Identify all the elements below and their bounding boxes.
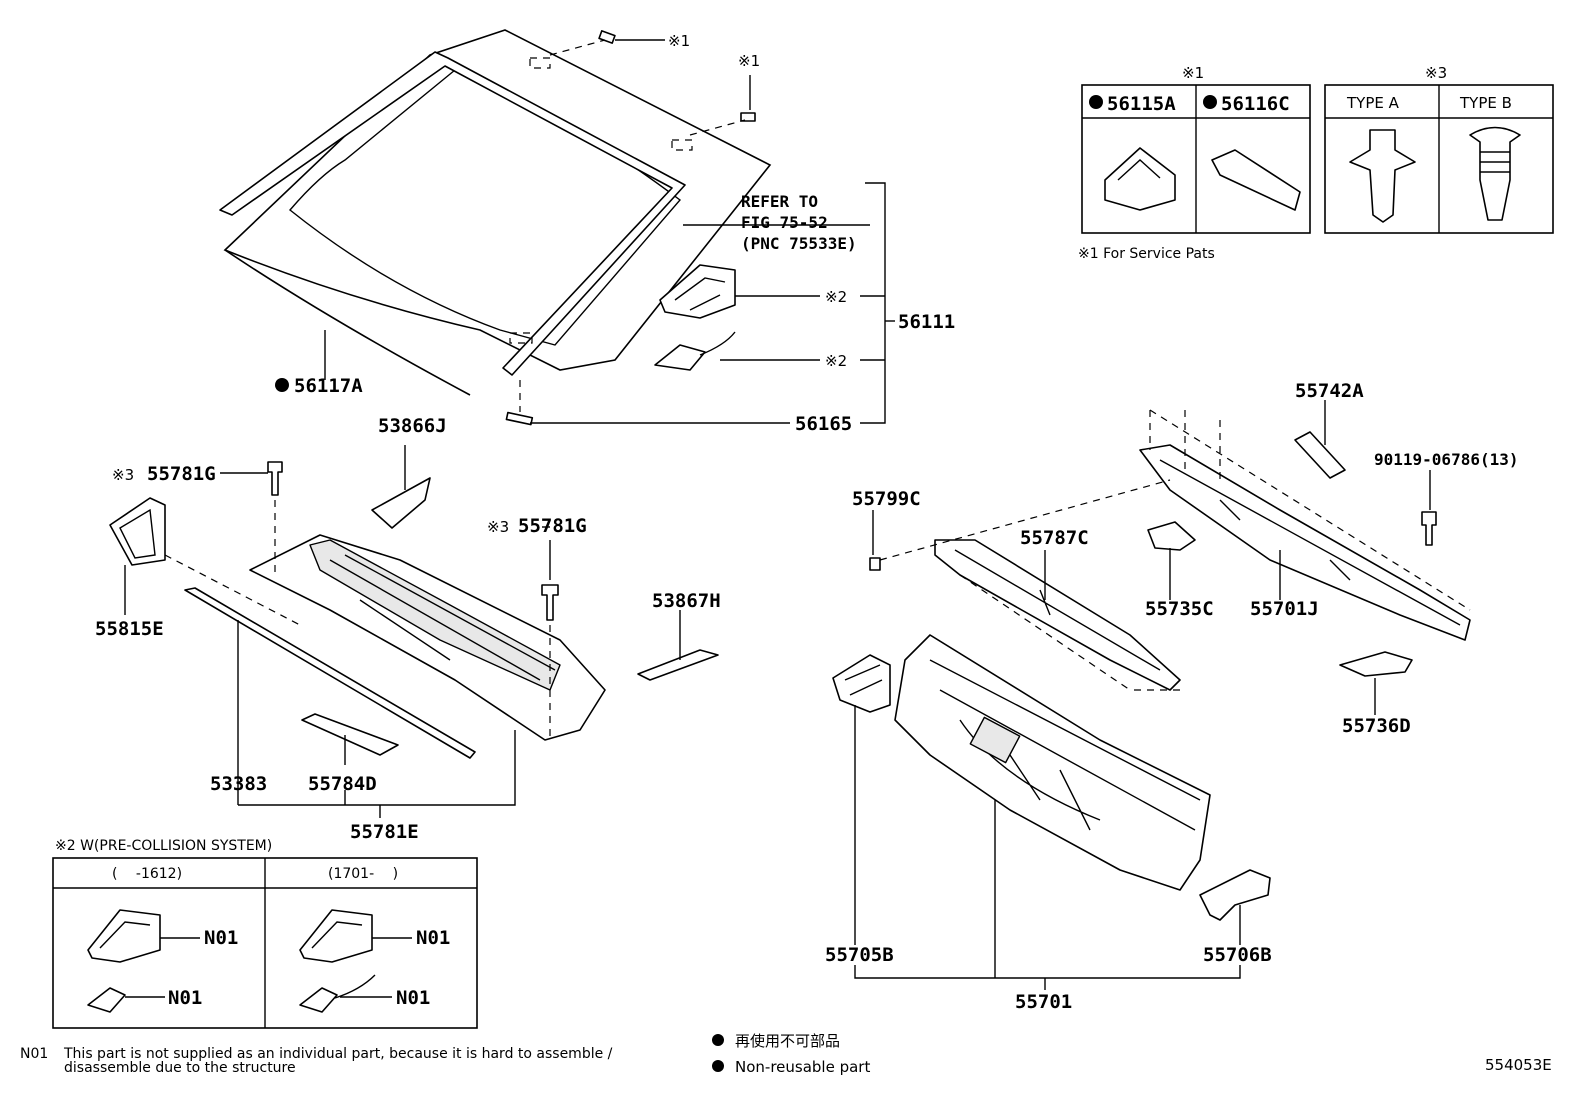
cowl-side-seal[interactable]: [637, 649, 719, 681]
label-55705b: 55705B: [825, 944, 894, 966]
label-55784d: 55784D: [308, 773, 377, 795]
nonreusable-dot-icon: [275, 378, 289, 392]
pcs-col2: (1701- ): [328, 866, 398, 882]
label-55742a[interactable]: [1294, 431, 1346, 479]
dash-bracket-right[interactable]: [1199, 869, 1271, 921]
clip-type-box: [1324, 84, 1554, 234]
legend-dot-jp-icon: [712, 1034, 724, 1046]
pcs-col1: ( -1612): [112, 866, 182, 882]
mark-3b: ※3: [487, 518, 509, 536]
label-55701: 55701: [1015, 991, 1072, 1013]
label-55781g-2: 55781G: [518, 515, 587, 537]
label-53866j: 53866J: [378, 415, 447, 437]
bracket-55736d[interactable]: [1339, 651, 1413, 677]
pcs-n01-1: N01: [204, 927, 238, 949]
clip-55799c[interactable]: [869, 557, 881, 571]
type-b-label: TYPE B: [1459, 94, 1512, 112]
label-53867h: 53867H: [652, 590, 721, 612]
sensor-cover[interactable]: [654, 331, 736, 371]
legend-en: Non-reusable part: [735, 1058, 870, 1076]
pcs-n01-2: N01: [168, 987, 202, 1009]
label-56117a: 56117A: [294, 375, 363, 397]
service-col2: 56116C: [1221, 93, 1290, 115]
legend-jp: 再使用不可部品: [735, 1032, 840, 1050]
dash-upper-panel[interactable]: [1139, 444, 1471, 641]
pcs-n01-3: N01: [416, 927, 450, 949]
label-55736d: 55736D: [1342, 715, 1411, 737]
clip-type-a[interactable]: [267, 461, 283, 496]
windshield-glass[interactable]: [219, 29, 772, 426]
label-90119: 90119-06786(13): [1374, 450, 1519, 469]
label-56165: 56165: [795, 413, 852, 435]
dash-bracket-left[interactable]: [832, 654, 891, 713]
legend-dot-en-icon: [712, 1060, 724, 1072]
type-a-label: TYPE A: [1346, 94, 1400, 112]
service-parts-box: [1081, 84, 1311, 234]
label-55742a: 55742A: [1295, 380, 1364, 402]
footnote-code: N01: [20, 1046, 48, 1062]
pcs-box-title: ※2 W(PRE-COLLISION SYSTEM): [55, 838, 272, 854]
pre-collision-box: [52, 857, 478, 1029]
mark-2b: ※2: [825, 352, 847, 370]
mark-1b: ※1: [738, 52, 760, 70]
label-55701j: 55701J: [1250, 598, 1319, 620]
dash-panel[interactable]: [894, 634, 1211, 891]
cowl-top-panel[interactable]: [249, 534, 606, 741]
label-55787c: 55787C: [1020, 527, 1089, 549]
cowl-side-cover[interactable]: [109, 497, 166, 566]
refer-line-3: (PNC 75533E): [741, 234, 857, 253]
mark-3a: ※3: [112, 466, 134, 484]
service-note: ※1 For Service Pats: [1078, 246, 1215, 262]
cowl-inner-panel[interactable]: [934, 539, 1181, 691]
cowl-louver-piece[interactable]: [301, 713, 399, 756]
refer-line-1: REFER TO: [741, 192, 818, 211]
label-55706b: 55706B: [1203, 944, 1272, 966]
clip-type-b[interactable]: [541, 584, 559, 621]
label-55799c: 55799C: [852, 488, 921, 510]
bracket-55735c[interactable]: [1147, 521, 1196, 551]
cowl-seal-upper[interactable]: [371, 477, 431, 529]
pcs-n01-4: N01: [396, 987, 430, 1009]
mark-2a: ※2: [825, 288, 847, 306]
mark-1a: ※1: [668, 32, 690, 50]
bolt-90119[interactable]: [1421, 511, 1437, 546]
type-box-mark: ※3: [1425, 64, 1447, 82]
footnote-line-2: disassemble due to the structure: [64, 1060, 296, 1076]
service-col1: 56115A: [1107, 93, 1176, 115]
footnote-line-1: This part is not supplied as an individu…: [63, 1046, 613, 1062]
figure-id: 554053E: [1485, 1056, 1552, 1074]
refer-line-2: FIG 75-52: [741, 213, 828, 232]
label-55781e: 55781E: [350, 821, 419, 843]
sensor-bracket[interactable]: [659, 264, 736, 319]
label-55815e: 55815E: [95, 618, 164, 640]
label-53383: 53383: [210, 773, 267, 795]
label-55781g-1: 55781G: [147, 463, 216, 485]
label-55735c: 55735C: [1145, 598, 1214, 620]
cowl-seal[interactable]: [184, 587, 476, 759]
label-56111: 56111: [898, 311, 955, 333]
service-box-mark: ※1: [1182, 64, 1204, 82]
